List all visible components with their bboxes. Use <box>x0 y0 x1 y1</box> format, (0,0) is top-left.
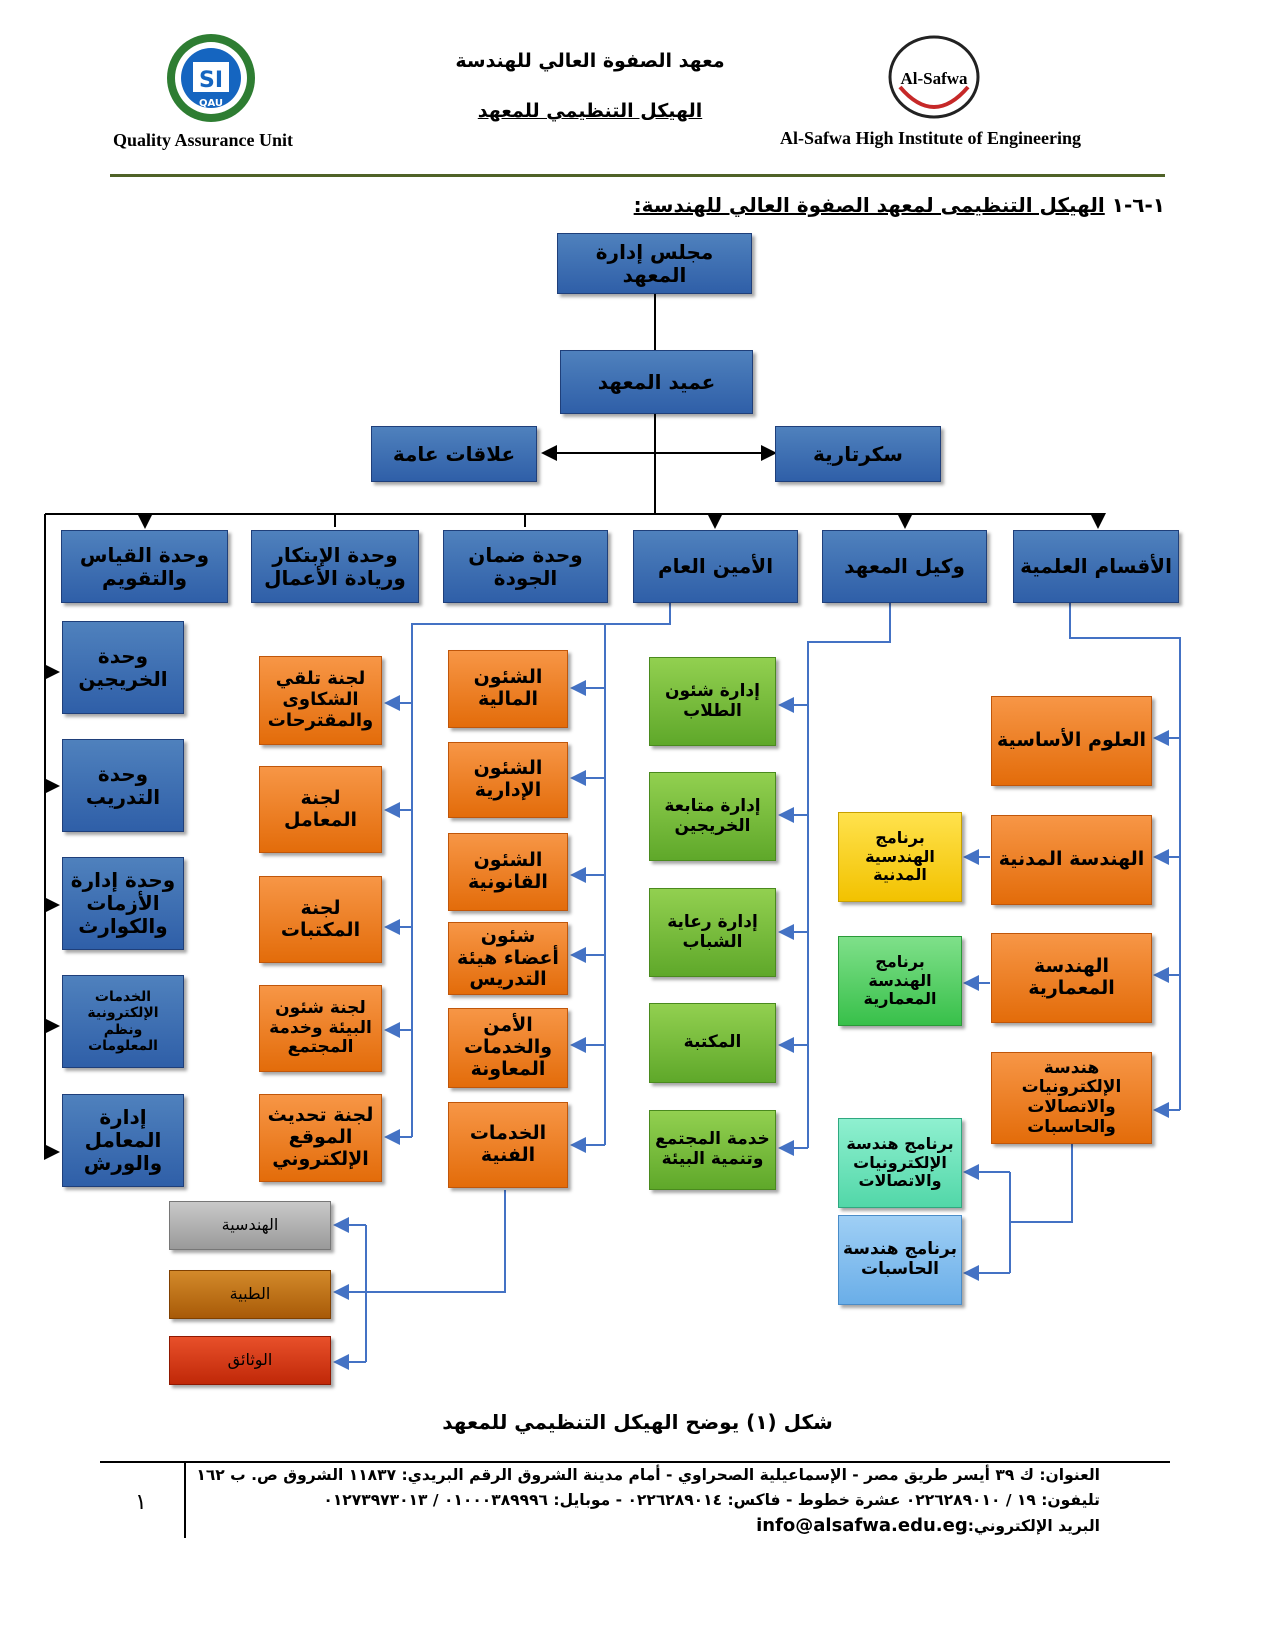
gear-icon: SI QAU <box>167 34 255 122</box>
sg-unit-box: الأمن والخدمات المعاونة <box>448 1008 568 1088</box>
footer-divider <box>184 1463 186 1538</box>
department-box: الهندسة المدنية <box>991 815 1152 905</box>
footer-phones: تليفون: ١٩ / ٠٢٢٦٢٨٩٠١٠ عشرة خطوط - فاكس… <box>323 1491 1100 1509</box>
vice-dean-box: وكيل المعهد <box>822 530 987 603</box>
technical-service-box: الوثائق <box>169 1336 331 1385</box>
figure-caption: شكل (١) يوضح الهيكل التنظيمي للمعهد <box>442 1410 833 1434</box>
left-unit-box: وحدة الخريجين <box>62 621 184 714</box>
svg-text:SI: SI <box>199 68 223 93</box>
program-box: برنامج هندسة الحاسبات <box>838 1215 962 1305</box>
department-box: هندسة الإلكترونيات والاتصالات والحاسبات <box>991 1052 1152 1144</box>
vice-dean-unit-box: خدمة المجتمع وتنمية البيئة <box>649 1110 776 1190</box>
section-title: ١-٦-١ الهيكل التنظيمى لمعهد الصفوة العال… <box>634 193 1165 217</box>
footer-address: العنوان: ك ٣٩ أيسر طريق مصر - الإسماعيلي… <box>196 1466 1100 1484</box>
section-title-text: الهيكل التنظيمى لمعهد الصفوة العالي للهن… <box>633 193 1105 217</box>
sg-unit-box: شئون أعضاء هيئة التدريس <box>448 922 568 995</box>
program-box: برنامج الهندسة المعمارية <box>838 936 962 1026</box>
program-box: برنامج هندسة الإلكترونيات والاتصالات <box>838 1118 962 1208</box>
institute-title: معهد الصفوة العالي للهندسة <box>455 50 725 72</box>
department-box: الهندسة المعمارية <box>991 933 1152 1023</box>
alsafwa-logo-text: Al-Safwa <box>900 69 968 88</box>
qau-logo-text: QAU <box>199 98 223 109</box>
vice-dean-unit-box: إدارة متابعة الخريجين <box>649 772 776 861</box>
left-caption: Quality Assurance Unit <box>113 130 294 150</box>
vice-dean-unit-box: المكتبة <box>649 1003 776 1083</box>
sg-unit-box: الخدمات الفنية <box>448 1102 568 1188</box>
innovation-unit-box: وحدة الإبتكار وريادة الأعمال <box>251 530 419 603</box>
committee-box: لجنة المكتبات <box>259 876 382 963</box>
header-rule <box>110 174 1165 177</box>
alsafwa-logo: Al-Safwa <box>886 32 982 122</box>
section-number: ١-٦-١ <box>1111 193 1165 217</box>
sg-unit-box: الشئون المالية <box>448 650 568 728</box>
board-box: مجلس إدارة المعهد <box>557 233 752 294</box>
committee-box: لجنة تلقي الشكاوى والمقترحات <box>259 656 382 745</box>
left-unit-box: وحدة إدارة الأزمات والكوارث <box>62 857 184 950</box>
page-subtitle: الهيكل التنظيمي للمعهد <box>380 100 800 122</box>
measurement-unit-box: وحدة القياس والتقويم <box>61 530 228 603</box>
page-subtitle-text: الهيكل التنظيمي للمعهد <box>477 100 703 122</box>
secretariat-box: سكرتارية <box>775 426 941 482</box>
left-unit-box: إدارة المعامل والورش <box>62 1094 184 1187</box>
dean-box: عميد المعهد <box>560 350 753 414</box>
left-unit-box: وحدة التدريب <box>62 739 184 832</box>
footer-email-row: البريد الإلكتروني:info@alsafwa.edu.eg <box>756 1515 1100 1536</box>
committee-box: لجنة المعامل <box>259 766 382 853</box>
department-box: العلوم الأساسية <box>991 696 1152 786</box>
scientific-departments-box: الأقسام العلمية <box>1013 530 1179 603</box>
footer-email[interactable]: info@alsafwa.edu.eg <box>756 1515 968 1536</box>
committee-box: لجنة شئون البيئة وخدمة المجتمع <box>259 985 382 1072</box>
left-unit-box: الخدمات الإلكترونية ونظم المعلومات <box>62 975 184 1068</box>
technical-service-box: الطبية <box>169 1270 331 1319</box>
page-number: ١ <box>135 1490 147 1515</box>
qau-logo: SI QAU <box>163 30 259 126</box>
vice-dean-unit-box: إدارة شئون الطلاب <box>649 657 776 746</box>
vice-dean-unit-box: إدارة رعاية الشباب <box>649 888 776 977</box>
program-box: برنامج الهندسية المدنية <box>838 812 962 902</box>
sg-unit-box: الشئون القانونية <box>448 833 568 911</box>
secretary-general-box: الأمين العام <box>633 530 798 603</box>
right-caption: Al-Safwa High Institute of Engineering <box>780 128 1082 148</box>
sg-unit-box: الشئون الإدارية <box>448 742 568 818</box>
footer-email-label: البريد الإلكتروني: <box>967 1517 1100 1535</box>
quality-unit-box: وحدة ضمان الجودة <box>443 530 608 603</box>
committee-box: لجنة تحديث الموقع الإلكتروني <box>259 1094 382 1182</box>
public-relations-box: علاقات عامة <box>371 426 537 482</box>
footer-rule <box>100 1461 1170 1463</box>
technical-service-box: الهندسية <box>169 1201 331 1250</box>
